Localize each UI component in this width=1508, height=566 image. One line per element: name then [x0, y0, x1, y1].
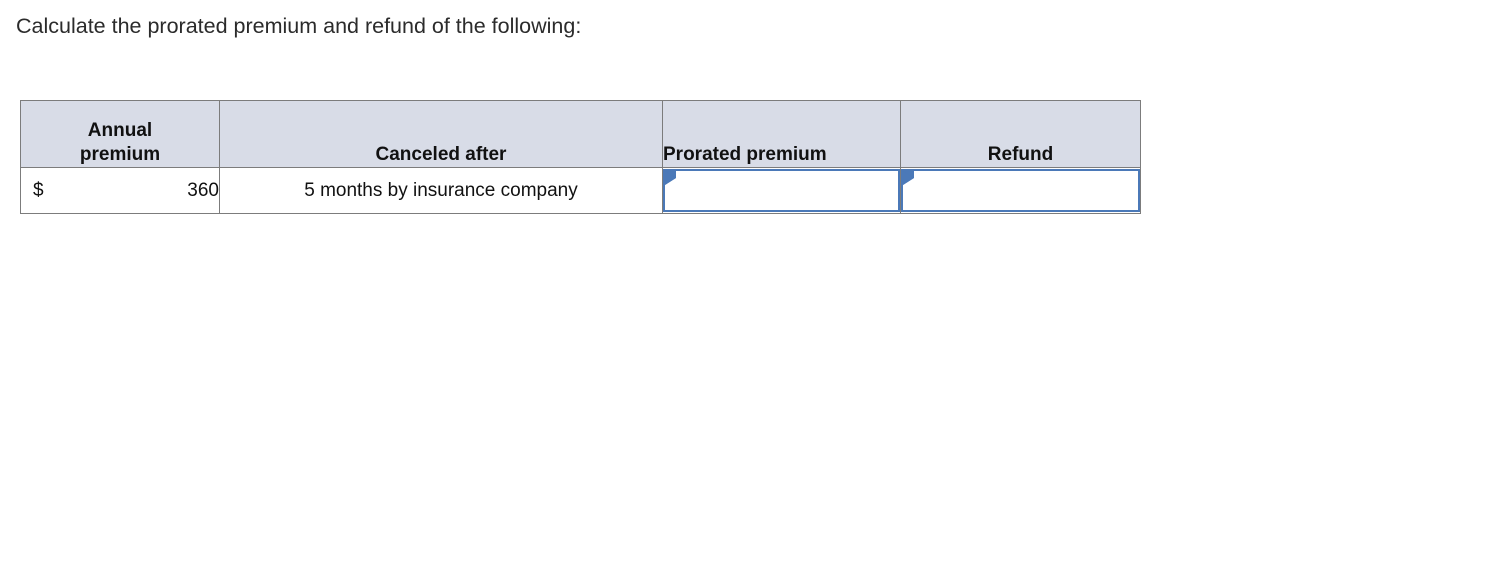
worksheet-table-wrapper: Annual premium Canceled after Prorated p… [20, 100, 1141, 214]
answer-marker-triangle-icon [903, 171, 914, 185]
cell-refund[interactable] [900, 167, 1141, 214]
currency-symbol: $ [33, 179, 44, 201]
cell-prorated-premium[interactable] [662, 167, 901, 214]
column-header-annual-premium-line1: Annual [87, 120, 153, 141]
cell-canceled-after: 5 months by insurance company [219, 167, 663, 214]
column-header-annual-premium-line2: premium [79, 144, 161, 165]
column-header-annual-premium: Annual premium [20, 100, 220, 168]
column-header-canceled-after: Canceled after [219, 100, 663, 168]
cell-annual-premium: $ 360 [20, 167, 220, 214]
column-header-prorated-premium: Prorated premium [662, 100, 901, 168]
prorated-premium-input-box[interactable] [663, 169, 900, 212]
refund-input-box[interactable] [901, 169, 1140, 212]
annual-premium-value: 360 [187, 179, 219, 201]
page-title: Calculate the prorated premium and refun… [16, 14, 582, 38]
column-header-refund: Refund [900, 100, 1141, 168]
answer-marker-triangle-icon [665, 171, 676, 185]
prorated-premium-input[interactable] [665, 171, 898, 210]
worksheet-table: Annual premium Canceled after Prorated p… [20, 100, 1141, 214]
table-header-row: Annual premium Canceled after Prorated p… [20, 100, 1141, 168]
table-row: $ 360 5 months by insurance company [20, 167, 1141, 214]
refund-input[interactable] [903, 171, 1138, 210]
